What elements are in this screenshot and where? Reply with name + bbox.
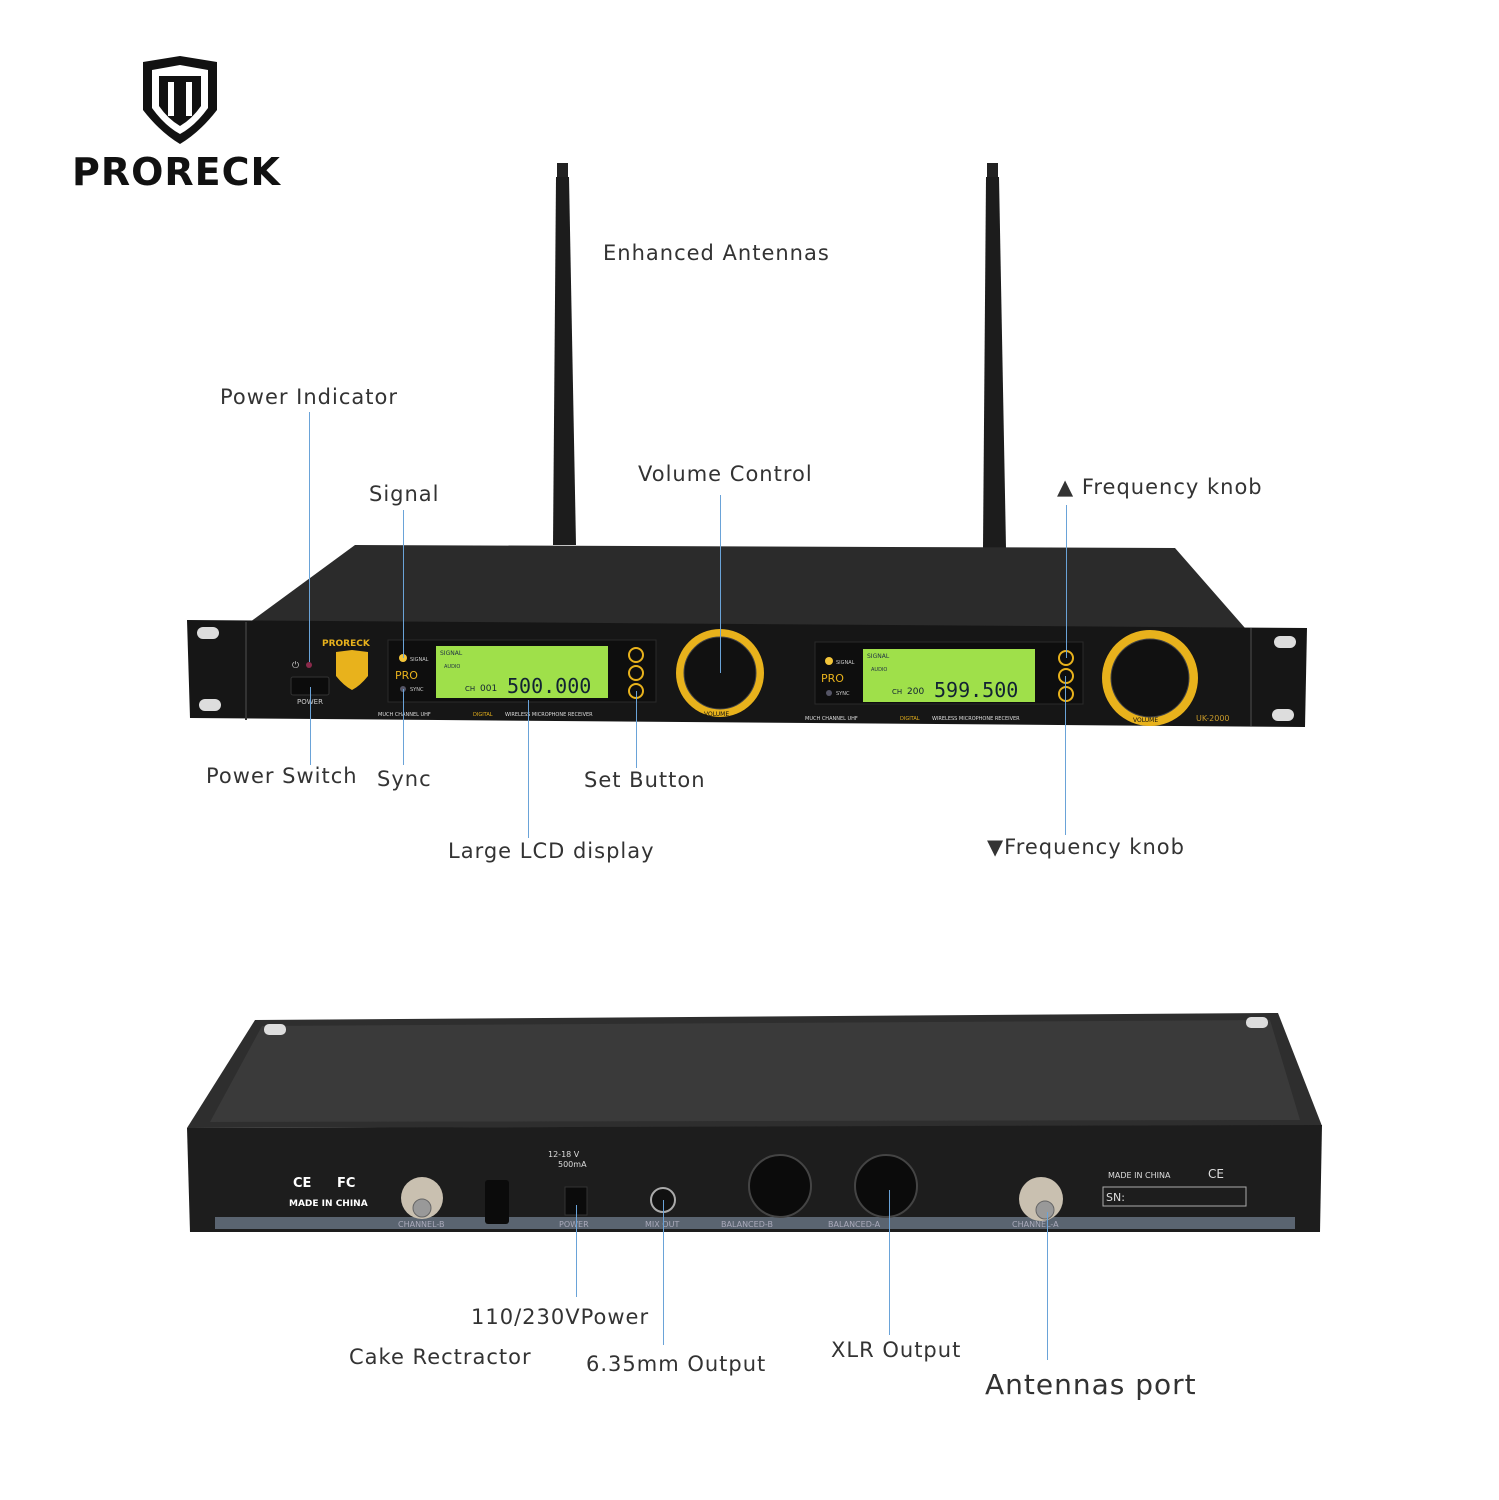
- antenna-right: [983, 163, 1006, 548]
- lcd-signal-label-b: SIGNAL: [867, 653, 890, 660]
- label-635mm-output: 6.35mm Output: [586, 1352, 767, 1376]
- callout-line-635: [663, 1200, 664, 1345]
- front-logo-shield: [336, 650, 368, 690]
- antenna-port-b[interactable]: [401, 1177, 443, 1219]
- cable-retractor[interactable]: [485, 1180, 509, 1224]
- lcd-frequency-a: 500.000: [507, 674, 591, 698]
- serial-number-box: [1102, 1186, 1247, 1207]
- label-signal: Signal: [369, 482, 440, 506]
- callout-line-sync: [403, 689, 404, 765]
- freq-up-button-a[interactable]: [628, 647, 644, 663]
- volume-knob-b[interactable]: [1110, 638, 1190, 718]
- label-frequency-up: ▲ Frequency knob: [1057, 475, 1263, 499]
- ce-mark-right: CE: [1208, 1167, 1224, 1181]
- lcd-ch-label: CH: [465, 685, 475, 693]
- label-power-switch: Power Switch: [206, 764, 358, 788]
- callout-line-power-switch: [310, 687, 311, 765]
- sync-led-label-b: SYNC: [836, 691, 850, 697]
- label-lcd-display: Large LCD display: [448, 839, 655, 863]
- strip-receiver-a: WIRELESS MICROPHONE RECEIVER: [505, 712, 593, 718]
- signal-led-b: [825, 657, 833, 665]
- freq-down-button-a[interactable]: [628, 665, 644, 681]
- lcd-display-b: [863, 649, 1035, 702]
- lcd-audio-label-b: AUDIO: [871, 667, 887, 673]
- channel-a-label: CHANNEL-A: [1012, 1220, 1059, 1229]
- volume-label-b: VOLUME: [1133, 717, 1158, 724]
- callout-line-set: [636, 691, 637, 768]
- amperage-label: 500mA: [558, 1160, 587, 1169]
- proreck-logo-shield: [143, 56, 217, 144]
- receiver-front-unit: PRORECK ⏻ POWER SIGNAL PRO SYNC SIGNAL A…: [187, 545, 1307, 727]
- callout-line-power-indicator: [309, 412, 310, 662]
- label-frequency-down: ▼Frequency knob: [987, 835, 1185, 859]
- label-xlr-output: XLR Output: [831, 1338, 962, 1362]
- pro-logo: PRO: [395, 669, 418, 682]
- ce-mark: CE: [293, 1176, 311, 1191]
- xlr-output-b[interactable]: [748, 1154, 812, 1218]
- label-power-input: 110/230VPower: [471, 1305, 650, 1329]
- balanced-b-label: BALANCED-B: [721, 1220, 773, 1229]
- lcd-channel-a: 001: [480, 684, 497, 694]
- strip-digital-a: DIGITAL: [473, 712, 493, 718]
- mix-out-label: MIX OUT: [645, 1220, 679, 1229]
- signal-led-label: SIGNAL: [410, 657, 429, 663]
- label-antennas-port: Antennas port: [985, 1368, 1197, 1401]
- lcd-display-a: [436, 646, 608, 698]
- power-port-label: POWER: [559, 1220, 589, 1229]
- lcd-audio-label: AUDIO: [444, 664, 460, 670]
- serial-number-label: SN:: [1106, 1191, 1125, 1204]
- pro-logo-b: PRO: [821, 672, 844, 685]
- channel-b-label: CHANNEL-B: [398, 1220, 445, 1229]
- label-enhanced-antennas: Enhanced Antennas: [603, 241, 830, 265]
- callout-line-freq-up: [1066, 505, 1067, 658]
- signal-led: [399, 654, 407, 662]
- callout-line-freq-down: [1065, 676, 1066, 835]
- sync-led-b: [826, 690, 832, 696]
- freq-down-button-b[interactable]: [1058, 668, 1074, 684]
- volume-label-a: VOLUME: [704, 711, 729, 718]
- lcd-signal-label: SIGNAL: [440, 650, 463, 657]
- strip-text-b: MUCH CHANNEL UHF: [805, 716, 858, 722]
- strip-digital-b: DIGITAL: [900, 716, 920, 722]
- balanced-a-label: BALANCED-A: [828, 1220, 881, 1229]
- antenna-left: [553, 163, 576, 545]
- callout-line-antenna-port: [1047, 1212, 1048, 1360]
- power-icon: ⏻: [292, 660, 299, 671]
- label-set-button: Set Button: [584, 768, 706, 792]
- label-power-indicator: Power Indicator: [220, 385, 398, 409]
- callout-line-lcd: [528, 700, 529, 838]
- set-button-b[interactable]: [1058, 686, 1074, 702]
- callout-line-xlr: [889, 1190, 890, 1335]
- callout-line-volume: [720, 495, 721, 673]
- strip-receiver-b: WIRELESS MICROPHONE RECEIVER: [932, 716, 1020, 722]
- signal-led-label-b: SIGNAL: [836, 660, 855, 666]
- label-cable-retractor: Cake Rectractor: [349, 1345, 532, 1369]
- fc-mark: FC: [337, 1176, 355, 1191]
- xlr-output-a[interactable]: [854, 1154, 918, 1218]
- receiver-rear-unit: CE FC MADE IN CHINA 12-18 V 500mA CHANNE…: [187, 1013, 1322, 1232]
- callout-line-power: [576, 1205, 577, 1297]
- power-indicator-led: [306, 662, 312, 668]
- lcd-channel-b: 200: [907, 687, 924, 697]
- model-label: UK-2000: [1196, 714, 1230, 723]
- voltage-label: 12-18 V: [548, 1150, 580, 1159]
- strip-text-a: MUCH CHANNEL UHF: [378, 712, 431, 718]
- lcd-ch-label-b: CH: [892, 688, 902, 696]
- front-brand-text: PRORECK: [322, 639, 371, 649]
- made-in-china-right: MADE IN CHINA: [1108, 1171, 1171, 1180]
- sync-led-label: SYNC: [410, 687, 424, 693]
- lcd-frequency-b: 599.500: [934, 678, 1018, 702]
- callout-line-signal: [403, 510, 404, 658]
- brand-logo-text: PRORECK: [72, 150, 281, 194]
- made-in-china-left: MADE IN CHINA: [289, 1199, 368, 1209]
- label-sync: Sync: [377, 767, 432, 791]
- label-volume-control: Volume Control: [638, 462, 813, 486]
